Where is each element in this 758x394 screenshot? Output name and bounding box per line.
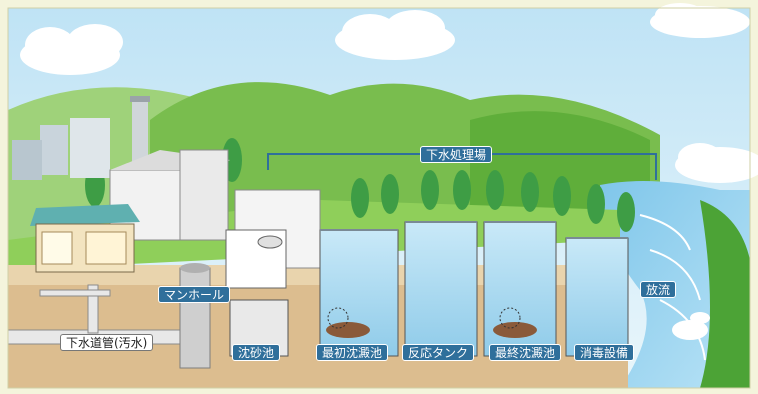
tank-disinfection bbox=[565, 237, 629, 357]
manhole-label: マンホール bbox=[158, 286, 231, 303]
treatment-tanks bbox=[229, 221, 629, 357]
scraper-primary bbox=[327, 307, 349, 329]
scraper-final bbox=[499, 307, 521, 329]
sludge-primary bbox=[326, 322, 370, 338]
tank-reaction bbox=[404, 221, 478, 357]
tank-rails bbox=[320, 221, 628, 239]
river-bank-right bbox=[700, 200, 750, 388]
manhole-shaft bbox=[179, 267, 211, 369]
outfall-splash bbox=[672, 312, 710, 340]
cloud-top-right bbox=[650, 3, 750, 38]
sludge-final bbox=[493, 322, 537, 338]
frame bbox=[7, 7, 751, 389]
house bbox=[30, 204, 140, 273]
plant-label: 下水処理場 bbox=[420, 146, 493, 163]
tank-primary bbox=[319, 229, 399, 357]
pump-dome bbox=[257, 235, 283, 249]
stage-grit-chamber: 沈砂池 bbox=[232, 344, 281, 361]
stage-discharge: 放流 bbox=[640, 281, 677, 298]
cloud-top-center bbox=[335, 10, 455, 60]
sewer-pipe-label: 下水道管(汚水) bbox=[60, 334, 154, 351]
stage-primary-settling: 最初沈澱池 bbox=[316, 344, 389, 361]
stage-disinfection: 消毒設備 bbox=[574, 344, 635, 361]
manhole-cover bbox=[180, 263, 210, 273]
cloud-left bbox=[20, 24, 123, 75]
stage-final-settling: 最終沈澱池 bbox=[489, 344, 562, 361]
stage-reaction-tank: 反応タンク bbox=[402, 344, 475, 361]
cloud-right bbox=[675, 143, 758, 183]
